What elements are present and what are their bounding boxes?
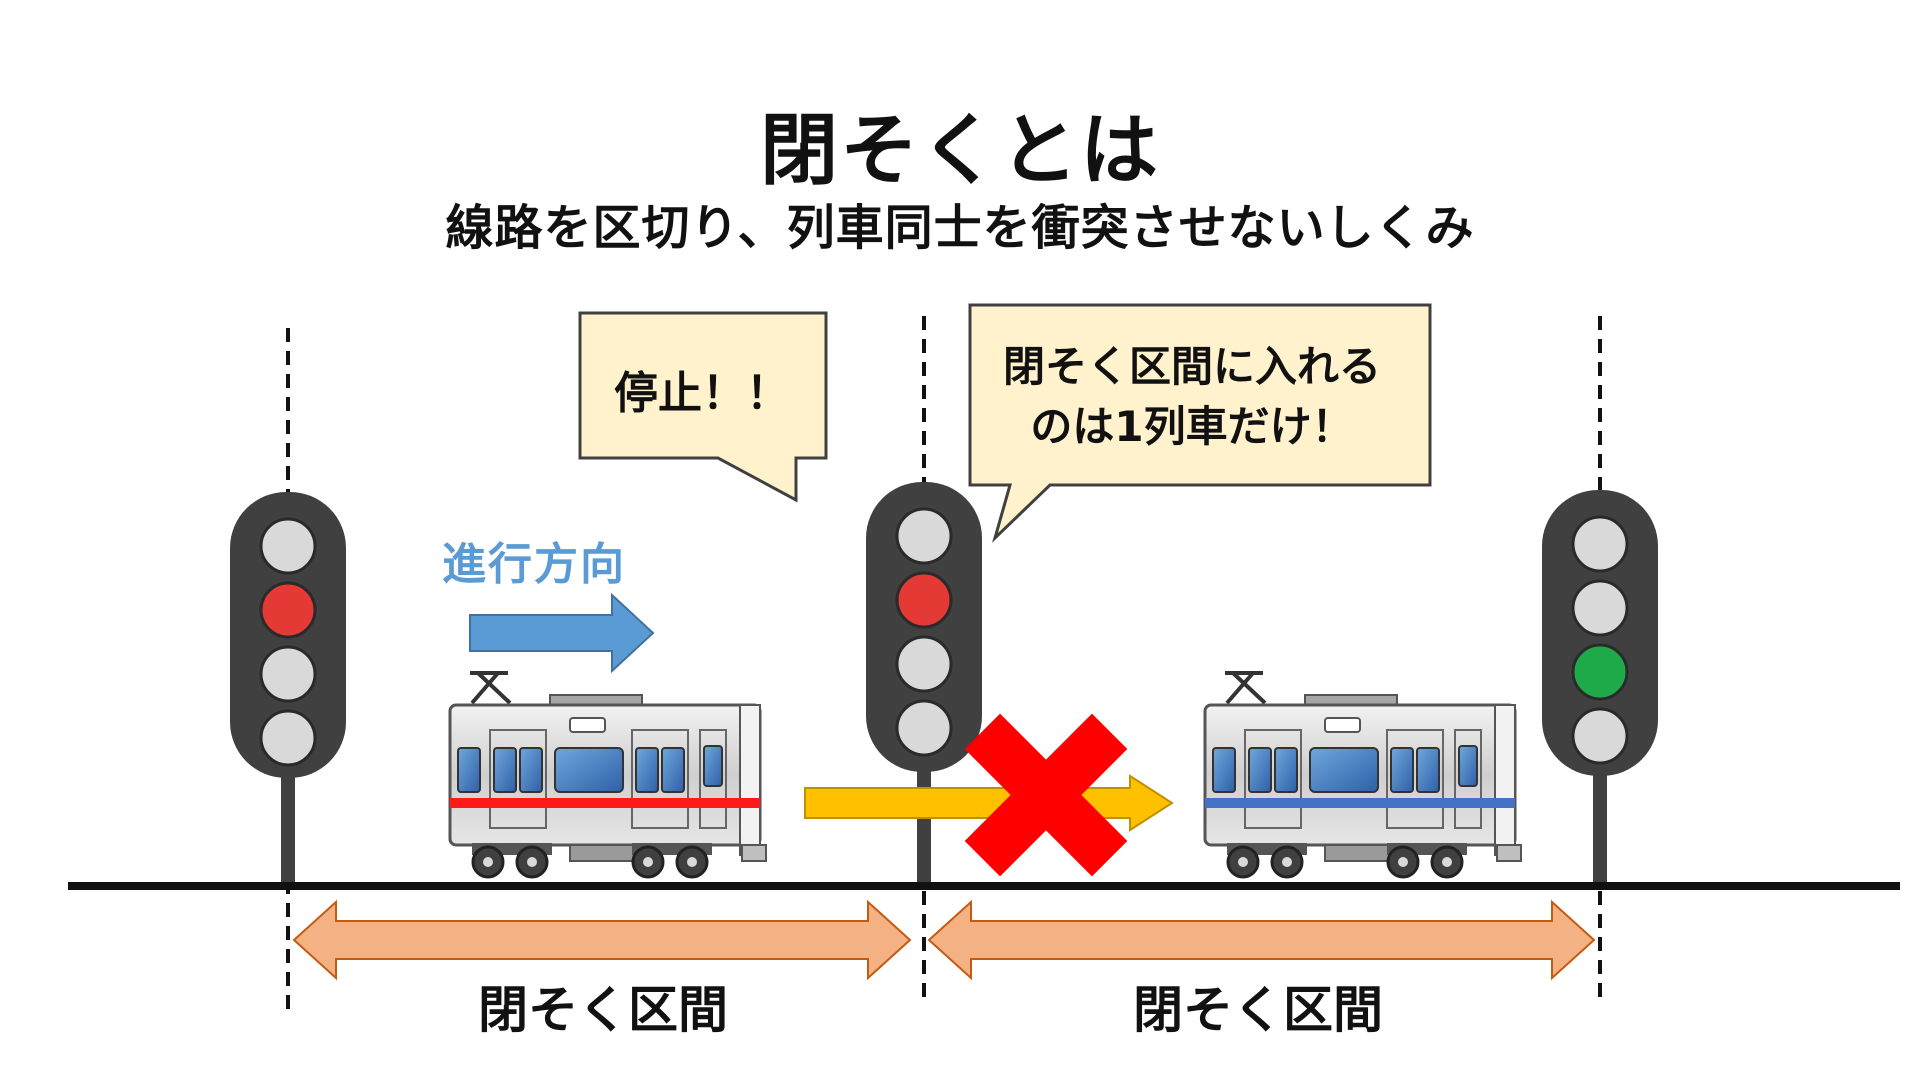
- rule-bubble-text: 閉そく区間に入れる のは1列車だけ！: [972, 337, 1412, 457]
- page-subtitle: 線路を区切り、列車同士を衝突させないしくみ: [445, 200, 1475, 256]
- cross-mark: [964, 713, 1128, 877]
- signal-lamp: [895, 699, 953, 757]
- signal-lamp: [895, 635, 953, 693]
- signal-lamp: [895, 571, 953, 629]
- rail-track: [68, 882, 1900, 890]
- train-1: [448, 671, 767, 879]
- direction-arrow: [469, 592, 655, 674]
- signal-lamp: [1571, 643, 1629, 701]
- signal-lamp: [1571, 579, 1629, 637]
- section-arrow-1: [292, 899, 912, 981]
- signal-lamp: [1571, 707, 1629, 765]
- rule-bubble-line-1: 閉そく区間に入れる: [1002, 342, 1381, 391]
- section-arrow-2: [927, 899, 1596, 981]
- signal-3: [1542, 490, 1658, 776]
- direction-label: 進行方向: [442, 539, 626, 590]
- signal-lamp: [259, 709, 317, 767]
- signal-lamp: [259, 517, 317, 575]
- signal-lamp: [259, 581, 317, 639]
- section-label-1: 閉そく区間: [478, 981, 728, 1039]
- page-title: 閉そくとは: [759, 106, 1160, 196]
- signal-1: [230, 492, 346, 778]
- rule-speech-bubble: [968, 303, 1432, 543]
- train-2: [1203, 671, 1522, 879]
- signal-lamp: [259, 645, 317, 703]
- stop-speech-bubble: [578, 311, 828, 503]
- stop-bubble-text: 停止！！: [614, 368, 790, 419]
- signal-2: [866, 482, 982, 772]
- signal-lamp: [1571, 515, 1629, 573]
- section-label-2: 閉そく区間: [1133, 981, 1383, 1039]
- rule-bubble-line-2: のは1列車だけ！: [1030, 402, 1354, 451]
- signal-lamp: [895, 507, 953, 565]
